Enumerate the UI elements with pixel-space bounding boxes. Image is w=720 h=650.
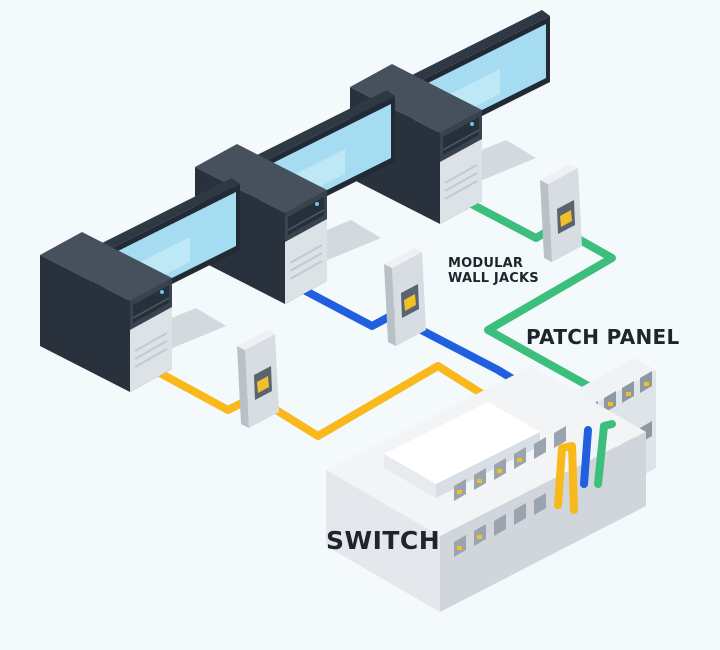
wall-jacks-label-line2: WALL JACKS <box>448 270 539 286</box>
wall-jack-icon <box>237 330 279 428</box>
network-switch-icon <box>326 366 646 612</box>
wall-jacks-label: MODULAR WALL JACKS <box>448 256 539 287</box>
switch-label: SWITCH <box>326 526 441 555</box>
computer-tower-icon <box>39 177 241 393</box>
wall-jacks-label-line1: MODULAR <box>448 256 524 271</box>
wall-jack-icon <box>384 248 426 346</box>
wall-jack-icon <box>540 164 582 262</box>
patch-panel-label: PATCH PANEL <box>526 325 680 349</box>
